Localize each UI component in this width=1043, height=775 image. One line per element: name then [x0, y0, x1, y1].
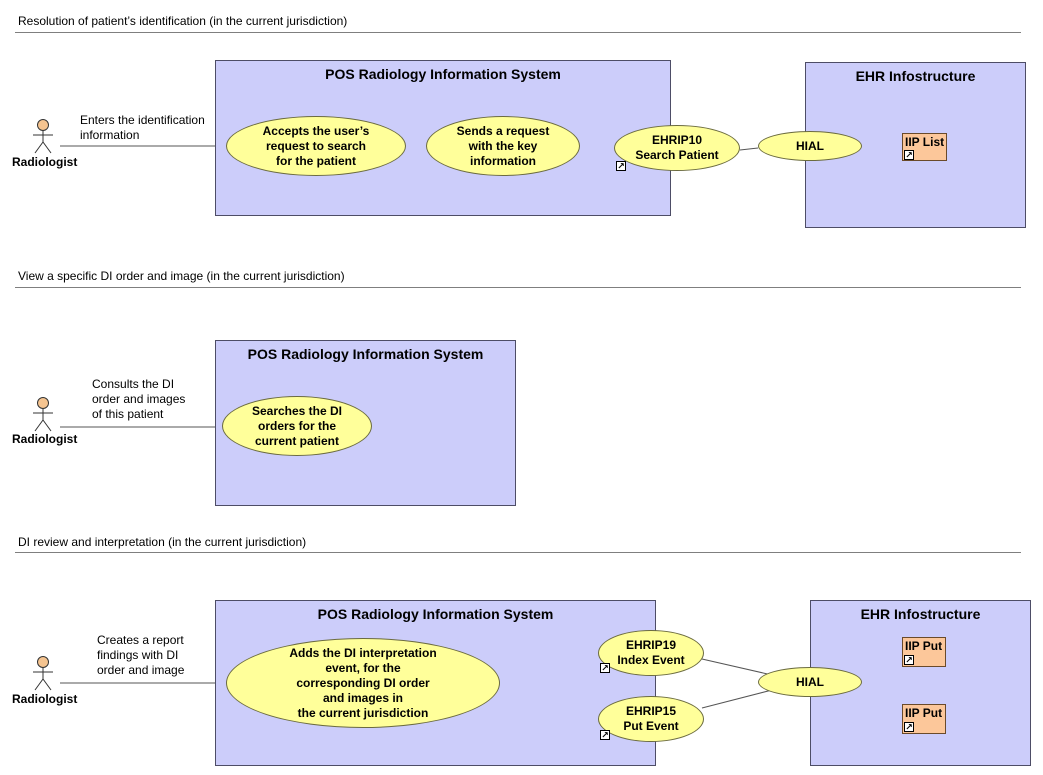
actor-label: Radiologist: [12, 155, 78, 169]
association-label: Enters the identification information: [80, 113, 205, 142]
component-label: IIP Put: [905, 639, 943, 653]
hial-use-case: HIAL: [758, 667, 862, 697]
link-icon: ↗: [904, 655, 914, 665]
use-case: Adds the DI interpretation event, for th…: [226, 638, 500, 728]
assoc-line: [739, 147, 759, 151]
system-boundary-title: POS Radiology Information System: [247, 346, 484, 362]
section-divider: [15, 32, 1021, 33]
link-icon: ↗: [600, 663, 610, 673]
hial-use-case: HIAL: [758, 131, 862, 161]
use-case: Accepts the user’s request to search for…: [226, 116, 406, 176]
assoc-line: [701, 658, 773, 676]
assoc-line: [701, 689, 773, 709]
section-divider: [15, 287, 1021, 288]
interface-use-case: EHRIP19 Index Event: [598, 630, 704, 676]
interface-use-case: EHRIP15 Put Event: [598, 696, 704, 742]
section-title: View a specific DI order and image (in t…: [18, 269, 345, 283]
use-case: Searches the DI orders for the current p…: [222, 396, 372, 456]
component-box: IIP List: [902, 133, 947, 161]
link-icon: ↗: [904, 722, 914, 732]
association-label: Creates a report findings with DI order …: [97, 633, 185, 677]
component-label: IIP Put: [905, 706, 943, 720]
actor-icon: [33, 397, 53, 432]
link-icon: ↗: [616, 161, 626, 171]
section-title: Resolution of patient’s identification (…: [18, 14, 348, 28]
section-title: DI review and interpretation (in the cur…: [18, 535, 307, 549]
component-label: IIP List: [905, 135, 945, 149]
link-icon: ↗: [904, 150, 914, 160]
ehr-boundary-title: EHR Infostructure: [855, 68, 976, 84]
ehr-boundary-title: EHR Infostructure: [860, 606, 981, 622]
association-label: Consults the DI order and images of this…: [92, 377, 186, 421]
system-boundary-title: POS Radiology Information System: [325, 66, 561, 82]
actor-icon: [33, 656, 53, 691]
actor-label: Radiologist: [12, 692, 78, 706]
interface-use-case: EHRIP10 Search Patient: [614, 125, 740, 171]
actor-icon: [33, 119, 53, 154]
use-case: Sends a request with the key information: [426, 116, 580, 176]
link-icon: ↗: [600, 730, 610, 740]
actor-label: Radiologist: [12, 432, 78, 446]
system-boundary-title: POS Radiology Information System: [317, 606, 554, 622]
section-divider: [15, 552, 1021, 553]
component-box: IIP Put: [902, 637, 946, 667]
